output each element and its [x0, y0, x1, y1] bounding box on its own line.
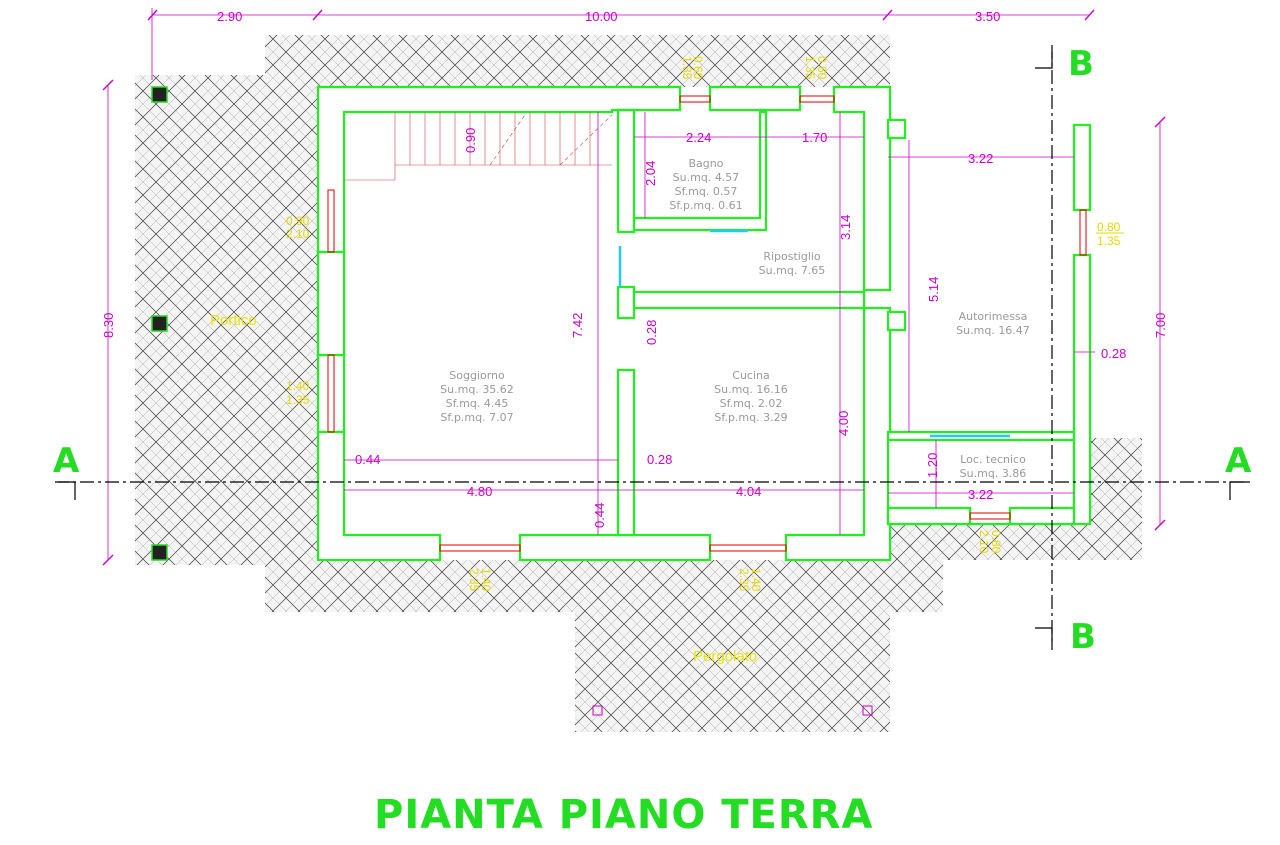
- win-top1-h: 1.35: [680, 56, 694, 80]
- section-b-bottom: B: [1070, 617, 1096, 657]
- room-cucina-name: Cucina: [732, 369, 769, 382]
- room-autorimessa-name: Autorimessa: [959, 310, 1028, 323]
- room-soggiorno-sf: Sf.mq. 4.45: [446, 397, 509, 410]
- dim-loc-h: 1.20: [925, 453, 940, 478]
- dim-garage-w: 3.22: [968, 151, 993, 166]
- win-bottom1-w: 1.40: [479, 568, 493, 592]
- dim-wall-left: 0.44: [355, 452, 380, 467]
- dim-bagno-h: 2.04: [643, 161, 658, 186]
- win-bottom2-h: 2.35: [737, 568, 751, 592]
- room-soggiorno-sfp: Sf.p.mq. 7.07: [440, 411, 513, 424]
- win-left-w: 1.40: [286, 379, 310, 393]
- dim-soggiorno-h: 7.42: [570, 313, 585, 338]
- plan-title: PIANTA PIANO TERRA: [374, 792, 873, 838]
- room-bagno-su: Su.mq. 4.57: [673, 171, 740, 184]
- room-cucina-sf: Sf.mq. 2.02: [720, 397, 783, 410]
- dim-cucina-w: 4.04: [736, 484, 761, 499]
- section-b-top: B: [1068, 44, 1094, 84]
- room-cucina-su: Su.mq. 16.16: [714, 383, 788, 396]
- dim-rip-h: 3.14: [838, 215, 853, 240]
- win-right-w: 0.80: [1097, 220, 1121, 234]
- win-top1-w: 0.60: [691, 56, 705, 80]
- win-top2-w: 0.60: [815, 56, 829, 80]
- door-left-h: 2.10: [286, 227, 310, 241]
- room-soggiorno: Soggiorno Su.mq. 35.62 Sf.mq. 4.45 Sf.p.…: [440, 369, 514, 424]
- section-a-left: A: [53, 441, 80, 481]
- dim-wall-bottom: 0.44: [592, 503, 607, 528]
- room-bagno-sf: Sf.mq. 0.57: [675, 185, 738, 198]
- room-loc-su: Su.mq. 3.86: [960, 467, 1027, 480]
- dim-rip-w: 1.70: [802, 130, 827, 145]
- dim-top-1: 2.90: [217, 9, 242, 24]
- win-top2-h: 1.35: [803, 56, 817, 80]
- win-left-h: 1.35: [286, 393, 310, 407]
- dim-garage-w-bottom: 3.22: [968, 487, 993, 502]
- section-lines: [55, 45, 1250, 650]
- dim-wall-cucina: 0.28: [647, 452, 672, 467]
- room-soggiorno-su: Su.mq. 35.62: [440, 383, 514, 396]
- pergola-posts: [592, 705, 873, 716]
- building-footprint: [318, 87, 890, 560]
- room-ripostiglio-name: Ripostiglio: [763, 250, 821, 263]
- win-bottom2-w: 1.40: [749, 568, 763, 592]
- dim-bagno-w: 2.24: [686, 130, 711, 145]
- room-autorimessa: Autorimessa Su.mq. 16.47: [956, 310, 1030, 337]
- dim-soggiorno-w: 4.80: [467, 484, 492, 499]
- room-loc-name: Loc. tecnico: [960, 453, 1026, 466]
- room-soggiorno-name: Soggiorno: [449, 369, 505, 382]
- staircase: [344, 112, 613, 181]
- room-bagno: Bagno Su.mq. 4.57 Sf.mq. 0.57 Sf.p.mq. 0…: [669, 157, 742, 212]
- room-ripostiglio: Ripostiglio Su.mq. 7.65: [759, 250, 826, 277]
- dim-wall-garage: 0.28: [1101, 346, 1126, 361]
- section-a-right: A: [1225, 441, 1252, 481]
- room-locale-tecnico: Loc. tecnico Su.mq. 3.86: [960, 453, 1027, 480]
- columns: [151, 86, 168, 561]
- openings: [327, 95, 1087, 552]
- dim-wall-mid: 0.28: [644, 320, 659, 345]
- dim-top-3: 3.50: [975, 9, 1000, 24]
- door-cyan: [618, 229, 1010, 438]
- dim-right: 7.00: [1153, 313, 1168, 338]
- room-cucina-sfp: Sf.p.mq. 3.29: [714, 411, 787, 424]
- area-portico: Portico: [210, 312, 257, 329]
- room-bagno-name: Bagno: [689, 157, 724, 170]
- room-ripostiglio-su: Su.mq. 7.65: [759, 264, 826, 277]
- dim-cucina-h: 4.00: [836, 411, 851, 436]
- dim-top-2: 10.00: [585, 9, 618, 24]
- door-left-w: 0.90: [286, 214, 310, 228]
- dim-garage-h: 5.14: [926, 277, 941, 302]
- win-bottom1-h: 2.35: [467, 568, 481, 592]
- door-garage-h: 2.10: [977, 530, 991, 554]
- dim-left: 8.30: [101, 313, 116, 338]
- dimension-lines: [102, 8, 1166, 566]
- area-pergolato: Pergolato: [693, 648, 757, 665]
- room-cucina: Cucina Su.mq. 16.16 Sf.mq. 2.02 Sf.p.mq.…: [714, 369, 788, 424]
- walls: [316, 85, 1092, 562]
- win-right-h: 1.35: [1097, 234, 1121, 248]
- door-garage-w: 0.80: [989, 530, 1003, 554]
- dim-stair: 0.90: [463, 128, 478, 153]
- room-autorimessa-su: Su.mq. 16.47: [956, 324, 1030, 337]
- room-bagno-sfp: Sf.p.mq. 0.61: [669, 199, 742, 212]
